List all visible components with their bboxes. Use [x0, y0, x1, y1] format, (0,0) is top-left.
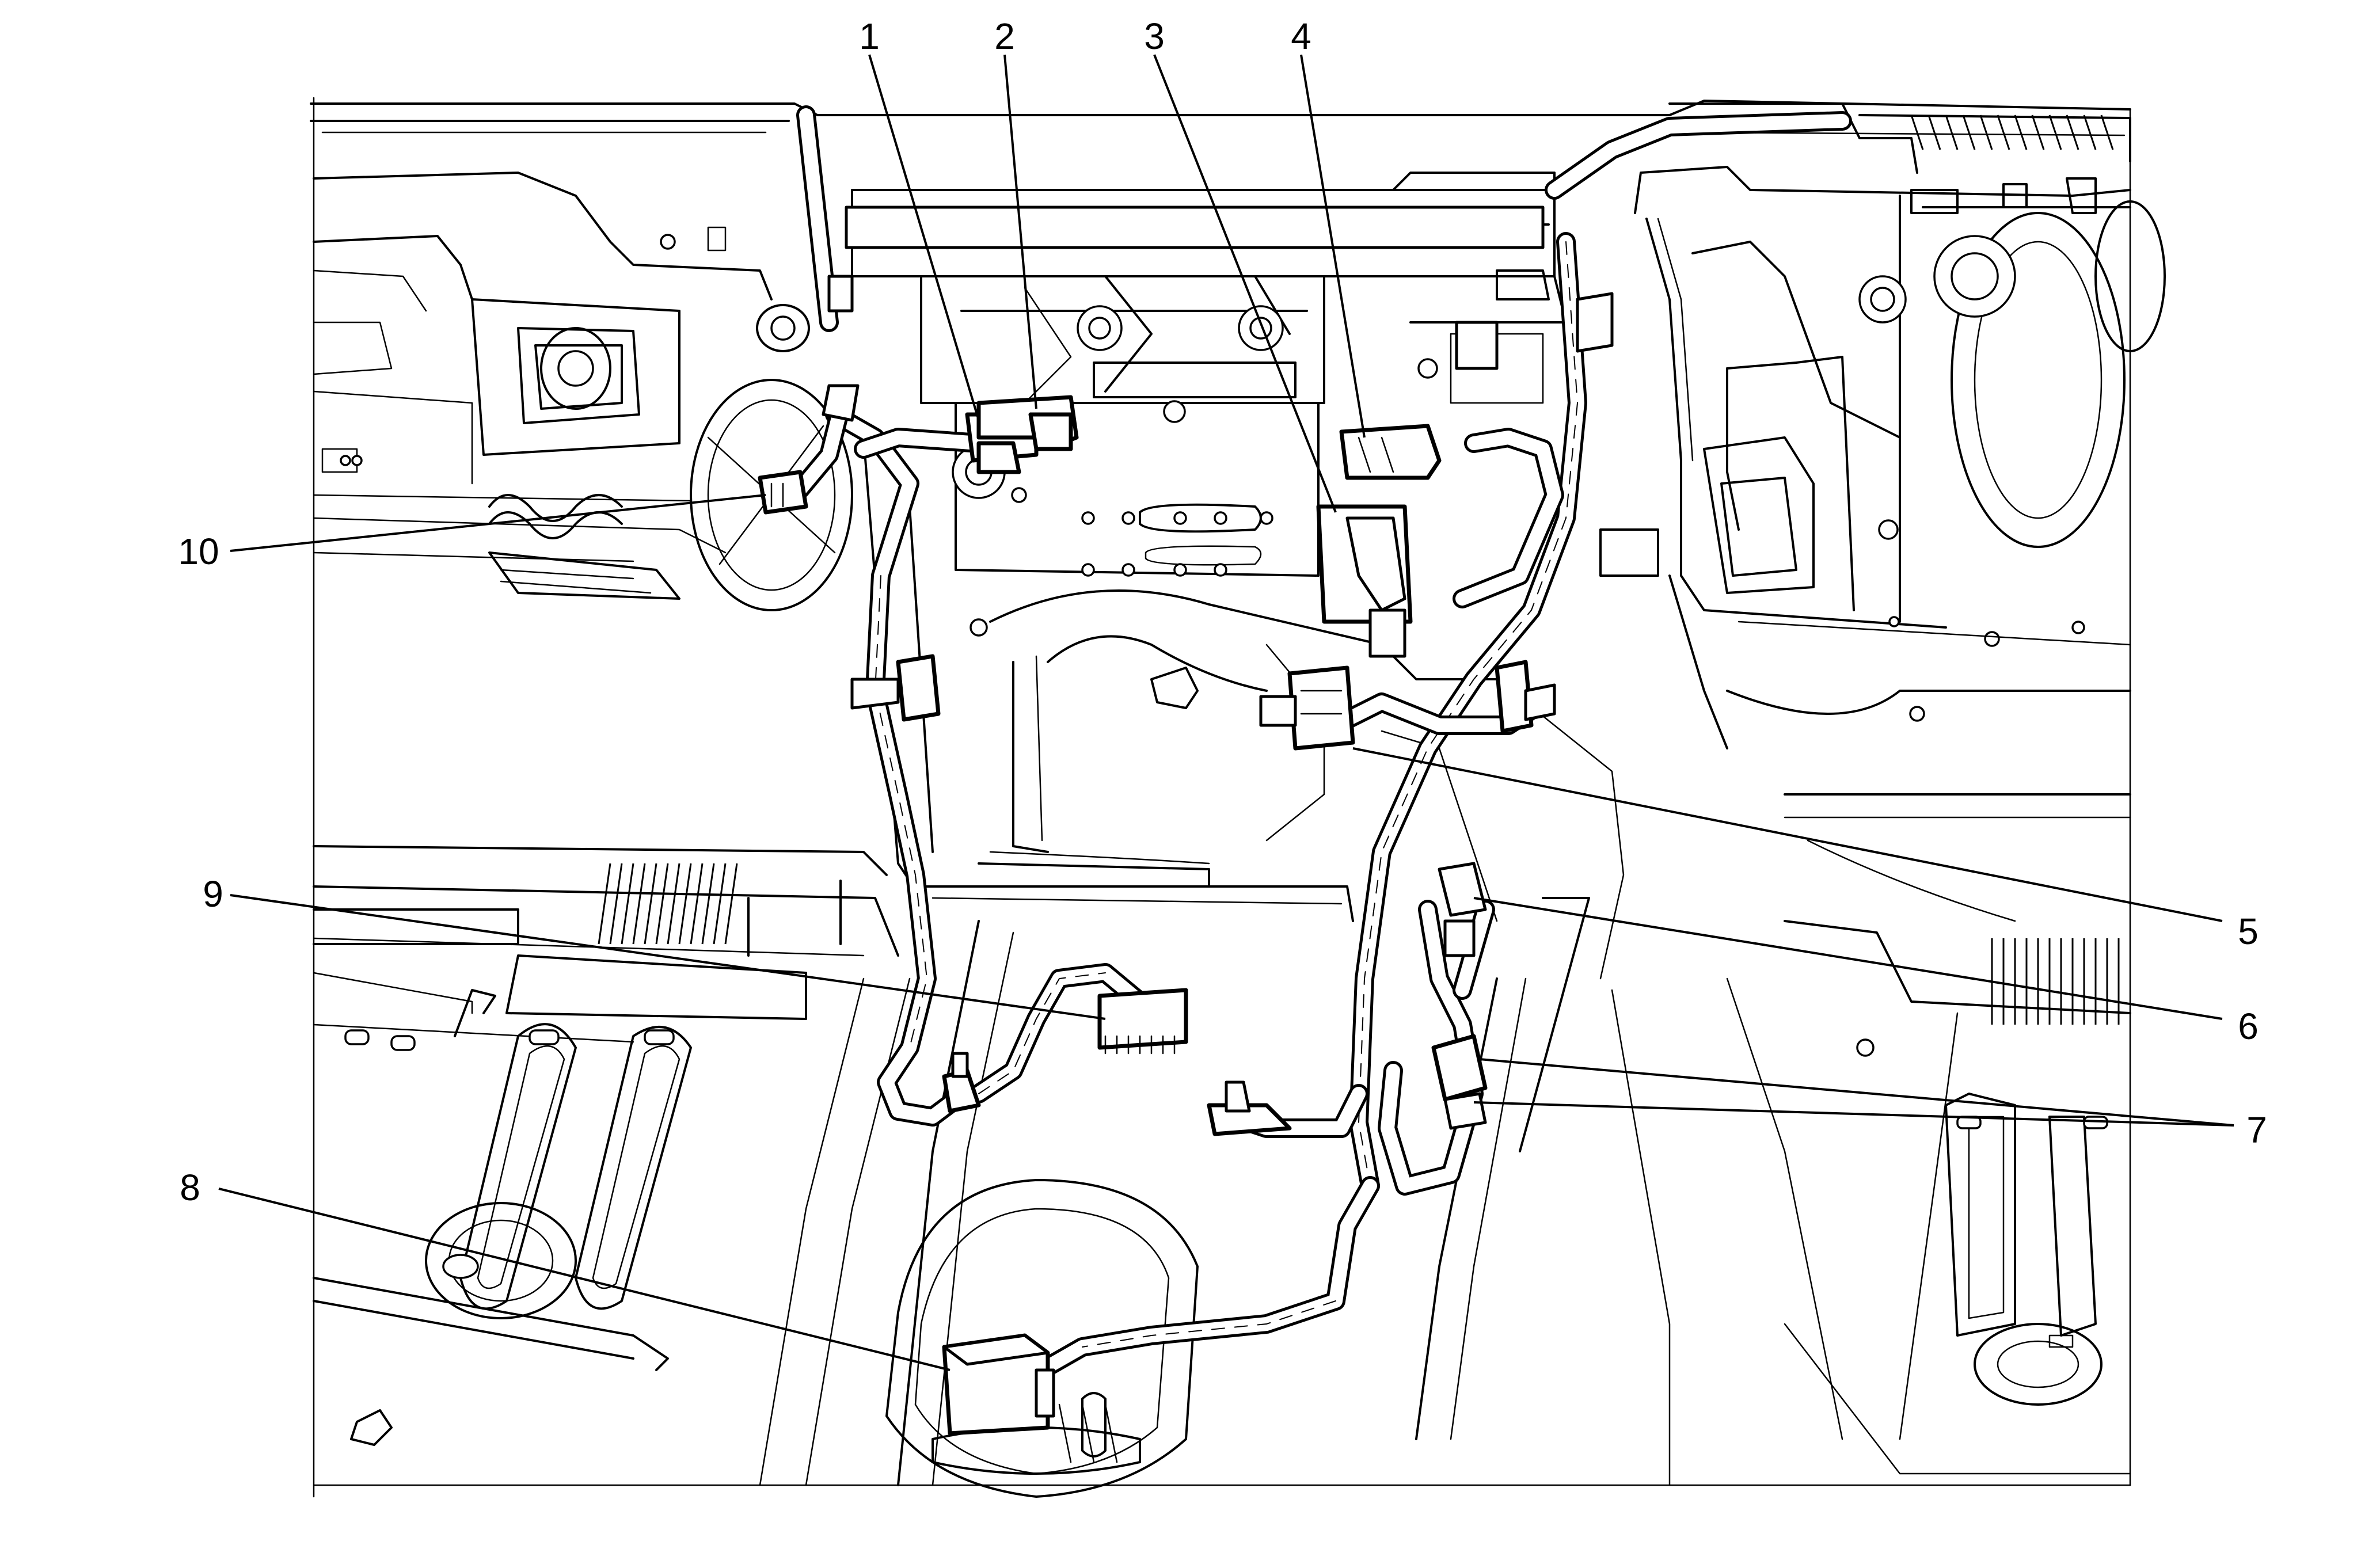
- leader-4: [1300, 54, 1366, 438]
- connector-8: [942, 1333, 1055, 1436]
- leader-10: [230, 494, 766, 552]
- callout-labels: 1 2 3 4 5 6 7 8 9 10: [178, 16, 2267, 1208]
- harness-clip-right: [1495, 660, 1556, 733]
- connector-5: [1259, 665, 1355, 751]
- callout-10: 10: [178, 531, 219, 572]
- connector-9: [1097, 988, 1188, 1055]
- component-3: [1316, 504, 1413, 658]
- callout-9: 9: [203, 873, 223, 915]
- connector-6: [1438, 862, 1487, 957]
- dash-harness-trunk: [796, 105, 1852, 1196]
- harness-clip-left: [850, 654, 941, 722]
- callout-1: 1: [859, 16, 880, 57]
- leader-7b: [1473, 1101, 2234, 1127]
- vehicle-body-structure: [310, 97, 2166, 1498]
- leader-3: [1153, 54, 1337, 513]
- leader-8: [218, 1188, 951, 1371]
- connector-4: [1339, 424, 1442, 480]
- harness-clip-top-right: [1455, 292, 1614, 370]
- callout-2: 2: [994, 16, 1015, 57]
- callout-5: 5: [2238, 911, 2259, 952]
- leader-2: [1003, 54, 1037, 409]
- pushpin-retainer-center: [1207, 1080, 1292, 1136]
- leader-1: [868, 54, 980, 421]
- callout-3: 3: [1144, 16, 1165, 57]
- leader-5: [1352, 747, 2223, 922]
- pushpin-retainer-left: [942, 1052, 981, 1113]
- leader-lines: [218, 54, 2234, 1371]
- left-harness-branch: [790, 399, 1150, 1127]
- callout-6: 6: [2238, 1006, 2259, 1047]
- connector-7: [1431, 1034, 1488, 1130]
- callout-7: 7: [2246, 1109, 2267, 1151]
- leader-9: [230, 894, 1106, 1020]
- connector-10: [758, 470, 808, 515]
- connector-2: [976, 395, 1079, 451]
- harness-clip-top-left: [822, 275, 860, 422]
- leader-6: [1473, 897, 2223, 1020]
- callout-8: 8: [180, 1167, 200, 1208]
- callout-4: 4: [1291, 16, 1311, 57]
- leader-7a: [1479, 1058, 2234, 1127]
